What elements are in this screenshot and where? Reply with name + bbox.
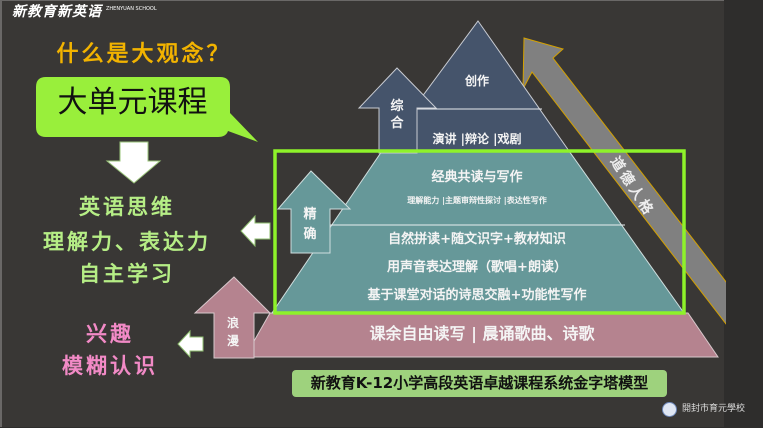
- diagram-shapes: [36, 20, 726, 359]
- up-arrow-precise: [276, 170, 352, 254]
- outcome-text: 理解力、表达力: [43, 230, 211, 254]
- outcome-text: 兴趣: [86, 322, 134, 346]
- tier3-subtitle: 理解能力 |主题审辩性探讨 |表达性写作: [407, 196, 547, 205]
- outcome-text: 英语思维: [79, 195, 175, 219]
- down-arrow-icon: [105, 141, 162, 184]
- model-title-banner: 新教育K-12小学高段英语卓越课程系统金字塔模型: [292, 370, 667, 397]
- base-tier-label: 课余自由读写 | 晨诵歌曲、诗歌: [369, 324, 595, 343]
- outcome-text: 自主学习: [79, 262, 175, 286]
- question-heading: 什么是大观念？: [56, 42, 232, 67]
- left-arrow-icon: [240, 214, 271, 248]
- tier4-line: 基于课堂对话的诗思交融+功能性写作: [367, 288, 587, 303]
- tier4-line: 自然拼读+随文识字+教材知识: [388, 232, 566, 247]
- tier3-title: 经典共读与写作: [431, 170, 523, 185]
- arrow-label-synthesis: 综合: [390, 99, 404, 131]
- brand-logo: 新教育新英语: [12, 4, 102, 20]
- school-name: 開封市育元學校: [682, 404, 746, 414]
- tier2-label: 演讲 |辩论 |戏剧: [432, 132, 522, 146]
- slide: 新教育新英语 ZHENYUAN SCHOOL 什么是大观念？ 大单元课程 英语思…: [0, 0, 745, 427]
- up-arrow-synthesis: [357, 67, 438, 154]
- school-emblem-icon: [662, 402, 677, 417]
- highlight-frame: [273, 149, 686, 315]
- arrow-label-precise: 精确: [303, 207, 317, 242]
- tier-top-label: 创作: [464, 74, 489, 88]
- up-arrow-romantic: [193, 276, 272, 359]
- left-arrow-icon: [177, 329, 204, 359]
- arrow-label-romantic: 浪漫: [226, 316, 239, 348]
- brand-logo-subtext: ZHENYUAN SCHOOL: [106, 6, 157, 12]
- outcome-text: 模糊认识: [62, 354, 158, 378]
- speech-bubble: [36, 77, 258, 142]
- tier4-line: 用声音表达理解（歌唱+朗读）: [387, 260, 567, 275]
- bubble-text: 大单元课程: [57, 85, 208, 120]
- moral-growth-arrow: [522, 37, 726, 325]
